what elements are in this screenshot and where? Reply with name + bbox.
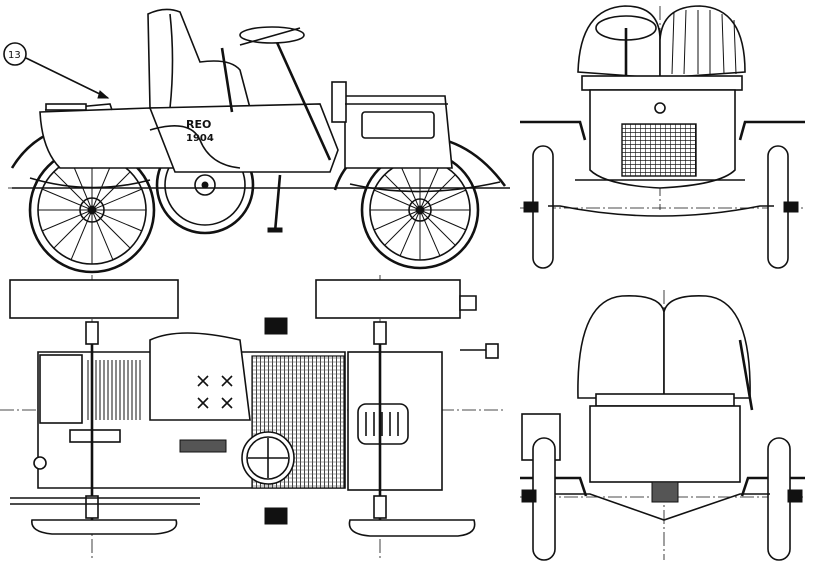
front-wheel-side [360,150,480,270]
louvre-panel [357,403,409,445]
front-view [520,5,805,269]
seat-back-left-rear [577,295,665,399]
front-fender-top-left [315,279,461,319]
body-marking-make: REO [186,118,211,131]
side-view: REO 1904 [8,8,510,274]
rear-wheel-right-rear-view [767,437,791,561]
callout-number: 13 [8,50,21,61]
front-fender-top-right [348,519,476,537]
radiator-grille-front [621,123,697,177]
front-axle [548,205,774,217]
top-view [0,275,505,560]
rear-fender-top-left [9,279,179,319]
rear-view [520,290,805,561]
rear-body-back [589,405,741,483]
steering-column-side [220,26,332,161]
rear-fender-top-right [31,519,178,535]
seat-back-right-rear [663,295,751,399]
seat-tufting [197,375,233,409]
part-callout: 13 [3,42,110,99]
seat-back [147,8,252,109]
rear-wheel-side [28,146,156,274]
seat-top [149,332,251,421]
main-body [148,103,339,173]
body-marking-year: 1904 [186,133,214,144]
rear-axle [555,493,770,521]
